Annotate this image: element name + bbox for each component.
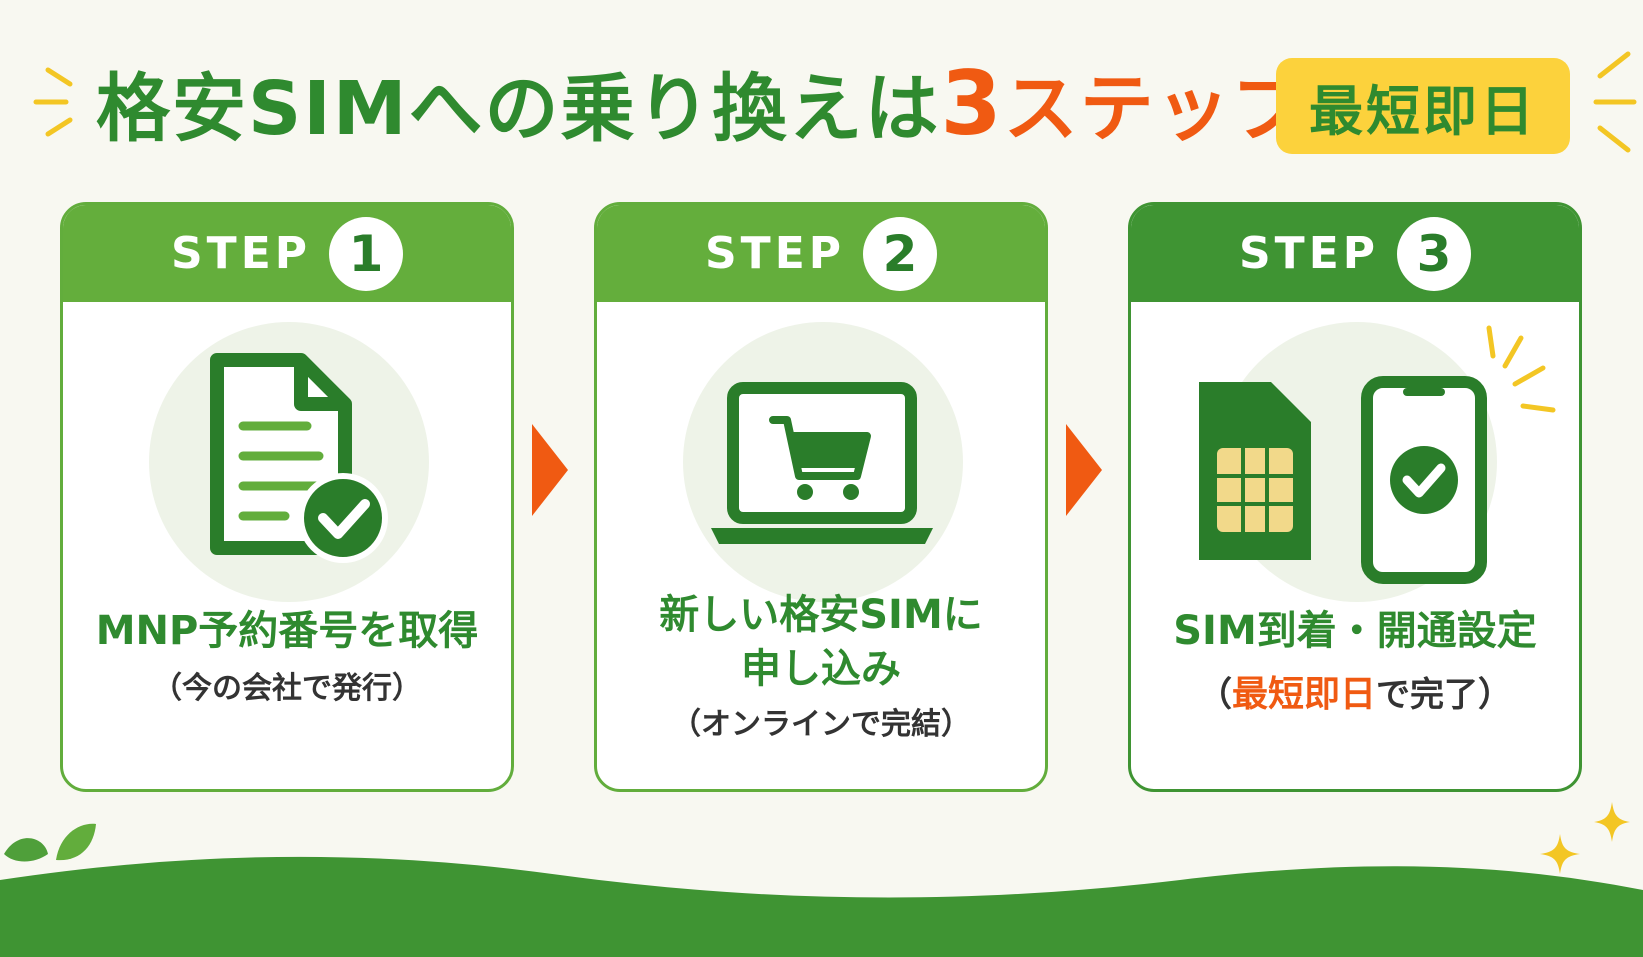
step-1-number: 1 xyxy=(329,216,403,291)
step-2-title-line-2: 申し込み xyxy=(741,646,901,692)
step-3-header: STEP 3 xyxy=(1131,205,1579,302)
title-prefix: 格安SIMへの乗り換えは xyxy=(96,66,941,152)
step-2-subtitle: （オンラインで完結） xyxy=(671,707,971,742)
step-2-title-line-1: 新しい格安SIMに xyxy=(659,592,983,638)
sparkle-decoration xyxy=(1540,802,1630,874)
title-row: 格安SIMへの乗り換えは3ステップ 最短即日 xyxy=(0,51,1643,162)
step-3-subtitle: （最短即日で完了） xyxy=(1131,671,1579,719)
sim-card-icon xyxy=(1199,382,1311,560)
step-2-header: STEP 2 xyxy=(597,205,1045,302)
step-2-label: STEP xyxy=(704,228,845,279)
step-3-subtitle-close: で完了） xyxy=(1376,675,1512,715)
leaf-decoration xyxy=(4,823,96,862)
shine-rays-decoration xyxy=(1486,325,1556,413)
step-1-card: STEP 1 MNP予約番号を取得 （今の会社で発行） xyxy=(60,202,514,792)
green-hill-decoration xyxy=(0,856,1643,957)
page-title: 格安SIMへの乗り換えは3ステップ xyxy=(96,56,1308,157)
step-1-label: STEP xyxy=(170,228,311,279)
title-step-count: 3 xyxy=(940,52,1004,155)
right-rays-decoration xyxy=(1593,51,1637,153)
step-3-subtitle-accent: 最短即日 xyxy=(1231,674,1376,715)
title-suffix: ステップ xyxy=(1003,66,1308,152)
shortest-same-day-badge: 最短即日 xyxy=(1276,58,1570,154)
step-1-subtitle: （今の会社で発行） xyxy=(152,671,422,706)
arrow-2-icon xyxy=(1066,424,1102,516)
arrow-1-icon xyxy=(532,424,568,516)
step-3-number: 3 xyxy=(1397,216,1471,291)
document-check-icon xyxy=(210,353,388,563)
step-2-number: 2 xyxy=(863,216,937,291)
step-3-label: STEP xyxy=(1238,228,1379,279)
step-3-subtitle-open: （ xyxy=(1197,675,1232,715)
step-1-header: STEP 1 xyxy=(63,205,511,302)
step-2-card: STEP 2 新しい格安SIMに 申し込み （オンラインで完結） xyxy=(594,202,1048,792)
step-3-title: SIM到着・開通設定 xyxy=(1173,608,1537,654)
step-1-title: MNP予約番号を取得 xyxy=(95,608,479,654)
smartphone-check-icon xyxy=(1361,376,1487,584)
step-3-icon-area xyxy=(1131,302,1579,632)
step-2-icon-area xyxy=(597,302,1045,632)
step-3-card: STEP 3 SIM到着・開通設定 （最短即日で完了） xyxy=(1128,202,1582,792)
laptop-cart-icon xyxy=(711,382,933,544)
step-1-icon-area xyxy=(63,302,511,632)
left-rays-decoration xyxy=(33,67,73,137)
